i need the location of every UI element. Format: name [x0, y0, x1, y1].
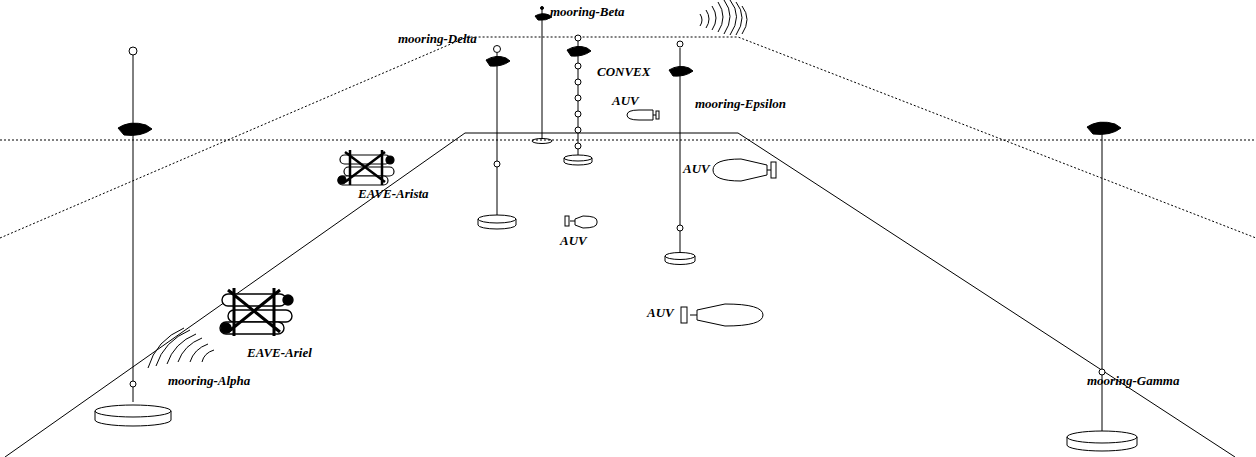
- part-label: AUV: [560, 233, 587, 248]
- part-label: EAVE-Ariel: [247, 345, 312, 360]
- part-label: CONVEX: [597, 64, 650, 79]
- part-label: AUV: [647, 305, 674, 320]
- part-label: mooring-Beta: [550, 4, 624, 19]
- part-label: mooring-Gamma: [1087, 373, 1179, 388]
- part-label: mooring-Alpha: [168, 373, 250, 388]
- part-label: mooring-Delta: [398, 31, 477, 46]
- part-label: mooring-Epsilon: [695, 96, 786, 111]
- part-label: AUV: [683, 161, 710, 176]
- part-label: EAVE-Arista: [358, 186, 429, 201]
- part-label: AUV: [612, 93, 639, 108]
